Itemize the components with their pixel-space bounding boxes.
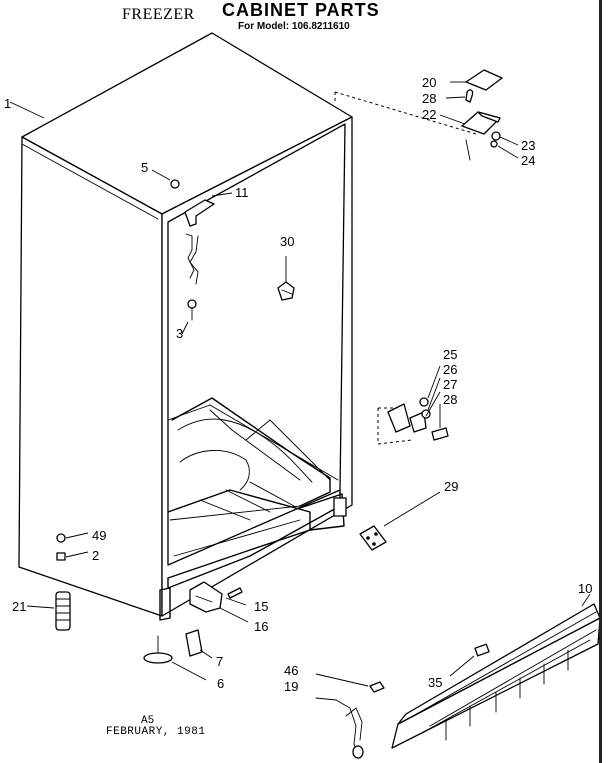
- leg-21: [26, 591, 71, 631]
- callout-16: 16: [254, 619, 268, 634]
- callout-29: 29: [444, 479, 458, 494]
- screw-3: [181, 299, 197, 335]
- callout-46: 46: [284, 663, 298, 678]
- callout-1: 1: [4, 96, 11, 111]
- callout-10: 10: [578, 581, 592, 596]
- callout-24: 24: [521, 153, 535, 168]
- lower-hinge-plate-29: [359, 491, 441, 551]
- callout-25: 25: [443, 347, 457, 362]
- middle-hinge-assembly: [387, 365, 449, 441]
- caster-6: [143, 635, 207, 681]
- cabinet-body: [18, 32, 353, 621]
- section-label: FREEZER: [122, 6, 195, 23]
- callout-27: 27: [443, 377, 457, 392]
- callout-26: 26: [443, 362, 457, 377]
- grille-clip-assembly: [315, 673, 385, 759]
- callout-21: 21: [12, 599, 26, 614]
- callout-23: 23: [521, 138, 535, 153]
- screw-5: [170, 179, 180, 189]
- callout-30: 30: [280, 234, 294, 249]
- callout-15: 15: [254, 599, 268, 614]
- page-code: A5: [141, 715, 155, 727]
- callout-7: 7: [216, 654, 223, 669]
- latch-bracket-11: [184, 192, 233, 285]
- publication-date: FEBRUARY, 1981: [106, 726, 206, 738]
- callout-20: 20: [422, 75, 436, 90]
- callout-3: 3: [176, 326, 183, 341]
- toe-grille-10: [391, 593, 601, 749]
- hinge-cover-7: [185, 629, 213, 659]
- callout-2: 2: [92, 548, 99, 563]
- callout-5: 5: [141, 160, 148, 175]
- callout-35: 35: [428, 675, 442, 690]
- light-socket-30: [277, 256, 295, 301]
- callout-49: 49: [92, 528, 106, 543]
- model-number: For Model: 106.8211610: [238, 21, 350, 32]
- callout-11: 11: [235, 185, 249, 200]
- callout-19: 19: [284, 679, 298, 694]
- leveling-screw-parts: [56, 532, 89, 561]
- top-hinge-assembly: [439, 69, 519, 161]
- scan-edge-mark: [599, 0, 602, 763]
- leader-1: [9, 101, 45, 119]
- callout-22: 22: [422, 107, 436, 122]
- diagram-title: CABINET PARTS: [222, 0, 380, 20]
- lower-hinge-bracket: [189, 581, 249, 623]
- callout-6: 6: [217, 676, 224, 691]
- callout-28-middle: 28: [443, 392, 457, 407]
- callout-28-top: 28: [422, 91, 436, 106]
